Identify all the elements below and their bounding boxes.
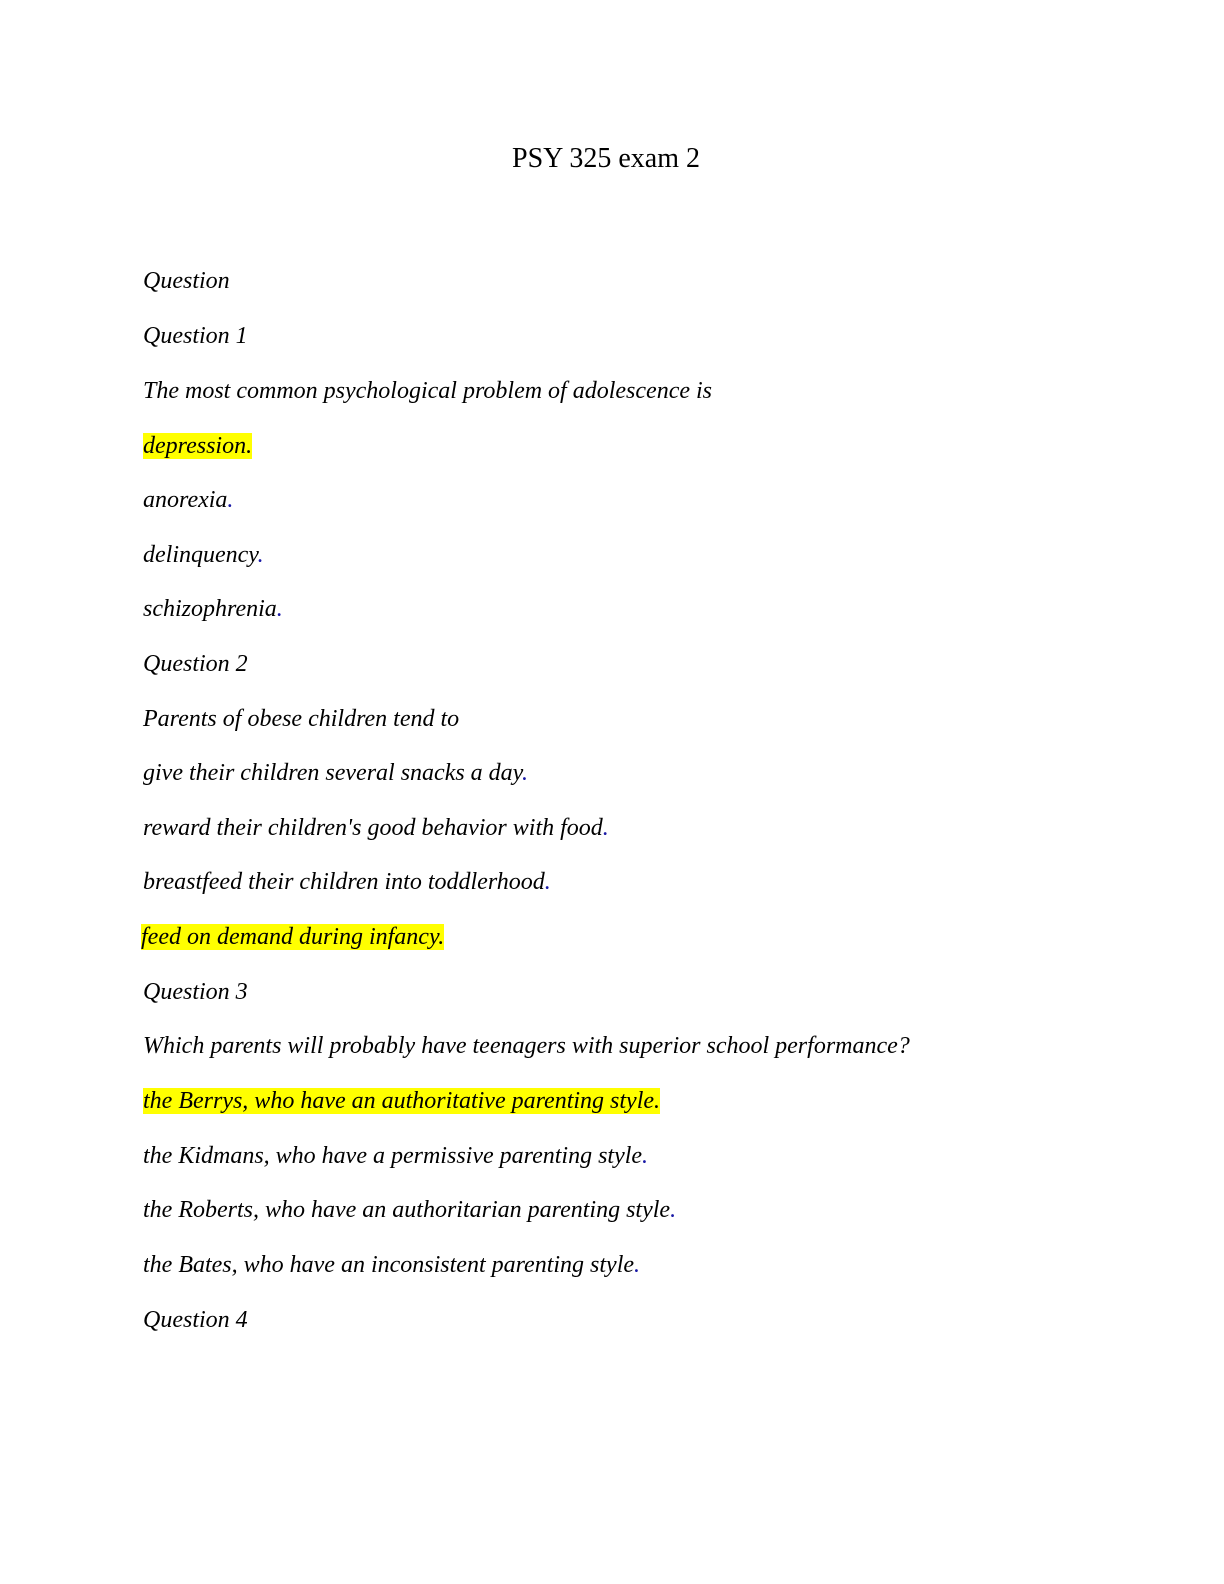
line-period: . <box>227 487 234 513</box>
line-period: . <box>670 1197 677 1223</box>
line-text: Question 4 <box>143 1307 248 1333</box>
line-text: Question 1 <box>143 323 248 349</box>
line-text: Question 2 <box>143 651 248 677</box>
question-4-label: Question 4 <box>143 1305 248 1335</box>
line-text: the Roberts, who have an authoritarian p… <box>143 1197 671 1223</box>
line-text: the Bates, who have an inconsistent pare… <box>143 1252 635 1278</box>
question-2-option: breastfeed their children into toddlerho… <box>143 867 551 897</box>
question-1-prompt: The most common psychological problem of… <box>143 376 712 406</box>
line-period: . <box>522 760 529 786</box>
line-text: Which parents will probably have teenage… <box>143 1033 910 1059</box>
question-1-option: anorexia. <box>143 485 233 515</box>
line-period: . <box>544 869 551 895</box>
line-text: delinquency <box>143 542 258 568</box>
question-1-option: schizophrenia. <box>143 594 283 624</box>
question-heading: Question <box>143 266 230 296</box>
question-2-answer-highlighted: feed on demand during infancy. <box>141 922 445 952</box>
question-3-option: the Bates, who have an inconsistent pare… <box>143 1250 640 1280</box>
line-period: . <box>602 815 609 841</box>
question-2-option: give their children several snacks a day… <box>143 758 528 788</box>
line-text: Question 3 <box>143 979 248 1005</box>
line-text: Parents of obese children tend to <box>143 706 460 732</box>
question-3-option: the Roberts, who have an authoritarian p… <box>143 1195 676 1225</box>
question-3-option: the Kidmans, who have a permissive paren… <box>143 1141 648 1171</box>
question-2-label: Question 2 <box>143 649 248 679</box>
question-3-answer-highlighted: the Berrys, who have an authoritative pa… <box>143 1086 661 1116</box>
line-text: the Kidmans, who have a permissive paren… <box>143 1143 643 1169</box>
line-text: give their children several snacks a day <box>143 760 523 786</box>
question-1-label: Question 1 <box>143 321 248 351</box>
question-2-prompt: Parents of obese children tend to <box>143 704 459 734</box>
line-period: . <box>642 1143 649 1169</box>
line-text: anorexia <box>143 487 228 513</box>
line-period: . <box>634 1252 641 1278</box>
line-text: reward their children's good behavior wi… <box>143 815 603 841</box>
question-2-option: reward their children's good behavior wi… <box>143 813 609 843</box>
line-text: schizophrenia <box>143 596 277 622</box>
line-text: breastfeed their children into toddlerho… <box>143 869 545 895</box>
question-3-prompt: Which parents will probably have teenage… <box>143 1031 910 1061</box>
highlighted-answer-text: feed on demand during infancy. <box>141 924 445 950</box>
question-1-answer-highlighted: depression. <box>143 431 253 461</box>
line-text: The most common psychological problem of… <box>143 378 713 404</box>
page-title: PSY 325 exam 2 <box>512 143 700 174</box>
highlighted-answer-text: depression. <box>143 433 253 459</box>
line-period: . <box>257 542 264 568</box>
question-1-option: delinquency. <box>143 540 264 570</box>
question-3-label: Question 3 <box>143 977 248 1007</box>
line-period: . <box>276 596 283 622</box>
highlighted-answer-text: the Berrys, who have an authoritative pa… <box>143 1088 661 1114</box>
line-text: Question <box>143 268 230 294</box>
